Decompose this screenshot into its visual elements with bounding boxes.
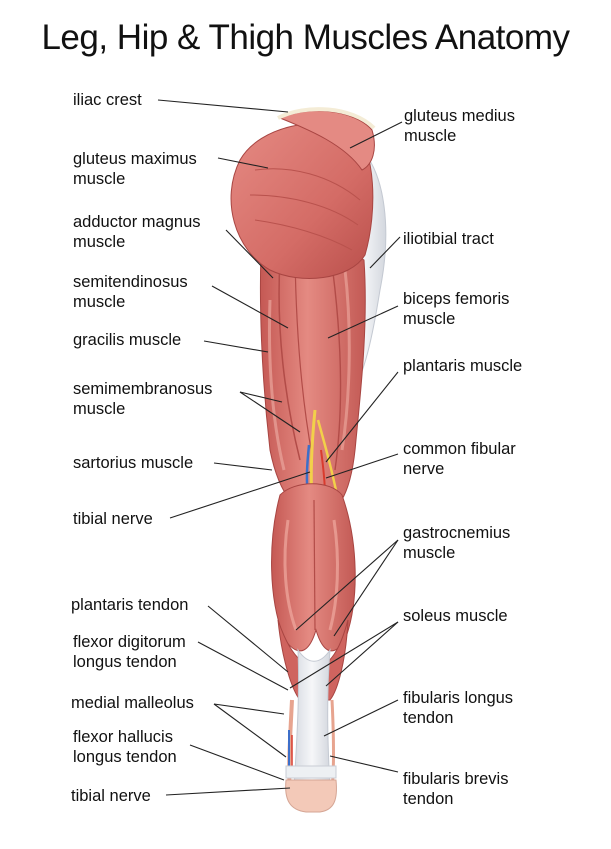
label-gluteus-medius: gluteus medius muscle	[404, 107, 515, 145]
label-medial-malleolus: medial malleolus	[71, 694, 194, 712]
label-plantaris-muscle: plantaris muscle	[403, 357, 523, 375]
label-gluteus-maximus: gluteus maximus muscle	[73, 150, 197, 188]
ankle-retinaculum-shape	[285, 765, 337, 779]
heel-shape	[285, 779, 337, 813]
iliac-crest-shape	[277, 107, 376, 130]
biceps-femoris-shape	[329, 249, 342, 471]
label-flexor-digitorum: flexor digitorum longus tendon	[73, 633, 186, 671]
label-biceps-femoris: biceps femoris muscle	[403, 290, 510, 328]
label-sartorius: sartorius muscle	[73, 454, 194, 472]
label-fibularis-brevis: fibularis brevis tendon	[403, 770, 509, 808]
label-adductor-magnus: adductor magnus muscle	[73, 213, 201, 251]
label-fibularis-longus: fibularis longus tendon	[403, 689, 514, 727]
label-soleus: soleus muscle	[403, 607, 508, 625]
label-iliac-crest: iliac crest	[73, 91, 142, 109]
label-gracilis: gracilis muscle	[73, 331, 182, 349]
diagram-title: Leg, Hip & Thigh Muscles Anatomy	[41, 18, 570, 57]
label-flexor-hallucis: flexor hallucis longus tendon	[73, 728, 177, 766]
label-tibial-nerve-lower: tibial nerve	[71, 787, 151, 805]
achilles-tendon-shape	[293, 648, 331, 791]
label-semitendinosus: semitendinosus muscle	[73, 273, 188, 311]
label-iliotibial-tract: iliotibial tract	[403, 230, 494, 248]
label-tibial-nerve-upper: tibial nerve	[73, 510, 153, 528]
label-common-fibular-nerve: common fibular nerve	[403, 440, 516, 478]
leader-lines	[157, 99, 403, 796]
label-semimembranosus: semimembranosus muscle	[73, 380, 213, 418]
semitendinosus-shape	[278, 259, 301, 461]
label-plantaris-tendon: plantaris tendon	[71, 596, 189, 614]
semimembranosus-shape	[294, 254, 313, 456]
label-gastrocnemius: gastrocnemius muscle	[403, 524, 511, 562]
